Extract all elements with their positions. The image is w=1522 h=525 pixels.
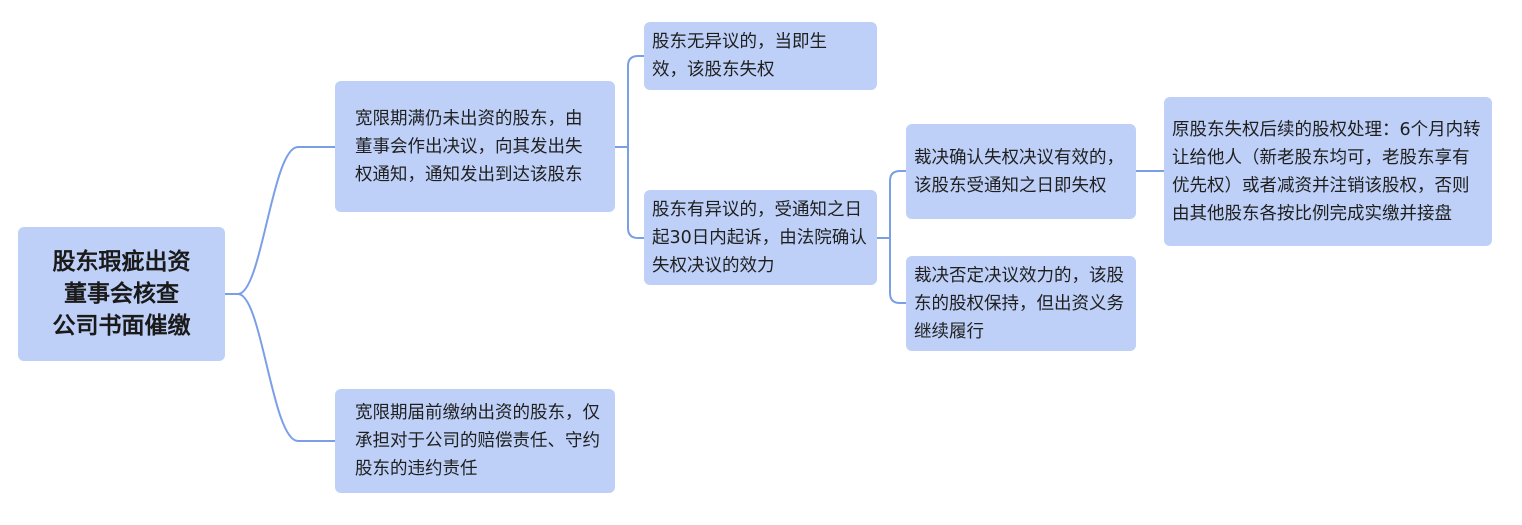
root-title: 股东瑕疵出资 董事会核查 公司书面催缴 xyxy=(53,246,191,342)
root-line-2: 董事会核查 xyxy=(64,281,179,307)
node-ruling-invalid[interactable]: 裁决否定决议效力的，该股东的股权保持，但出资义务继续履行 xyxy=(906,256,1136,351)
node-objection[interactable]: 股东有异议的，受通知之日起30日内起诉，由法院确认失权决议的效力 xyxy=(644,190,877,285)
connector-root-overdue xyxy=(237,146,336,295)
connector-overdue-objection xyxy=(627,146,645,239)
connector-objection-valid xyxy=(889,170,907,239)
connector-overdue-noobjection xyxy=(627,55,645,148)
node-text: 宽限期届前缴纳出资的股东，仅承担对于公司的赔偿责任、守约股东的违约责任 xyxy=(355,403,600,479)
node-text: 裁决否定决议效力的，该股东的股权保持，但出资义务继续履行 xyxy=(914,265,1124,342)
node-shareholder-overdue[interactable]: 宽限期满仍未出资的股东，由董事会作出决议，向其发出失权通知，通知发出到达该股东 xyxy=(335,81,615,212)
root-line-3: 公司书面催缴 xyxy=(52,313,191,339)
connector-objection-invalid xyxy=(889,237,907,304)
node-no-objection[interactable]: 股东无异议的，当即生效，该股东失权 xyxy=(644,22,877,90)
root-line-1: 股东瑕疵出资 xyxy=(52,249,191,275)
root-node[interactable]: 股东瑕疵出资 董事会核查 公司书面催缴 xyxy=(18,227,225,361)
connector-root-prepaid xyxy=(237,293,336,442)
node-text: 宽限期满仍未出资的股东，由董事会作出决议，向其发出失权通知，通知发出到达该股东 xyxy=(355,108,583,185)
node-text: 股东有异议的，受通知之日起30日内起诉，由法院确认失权决议的效力 xyxy=(652,199,867,276)
node-text: 股东无异议的，当即生效，该股东失权 xyxy=(652,32,827,80)
node-text: 裁决确认失权决议有效的，该股东受通知之日即失权 xyxy=(914,147,1124,196)
node-pre-paid[interactable]: 宽限期届前缴纳出资的股东，仅承担对于公司的赔偿责任、守约股东的违约责任 xyxy=(335,389,615,493)
node-text: 原股东失权后续的股权处理：6个月内转让给他人（新老股东均可，老股东享有优先权）或… xyxy=(1172,119,1481,224)
node-equity-handling[interactable]: 原股东失权后续的股权处理：6个月内转让给他人（新老股东均可，老股东享有优先权）或… xyxy=(1164,97,1492,246)
node-ruling-valid[interactable]: 裁决确认失权决议有效的，该股东受通知之日即失权 xyxy=(906,124,1136,219)
